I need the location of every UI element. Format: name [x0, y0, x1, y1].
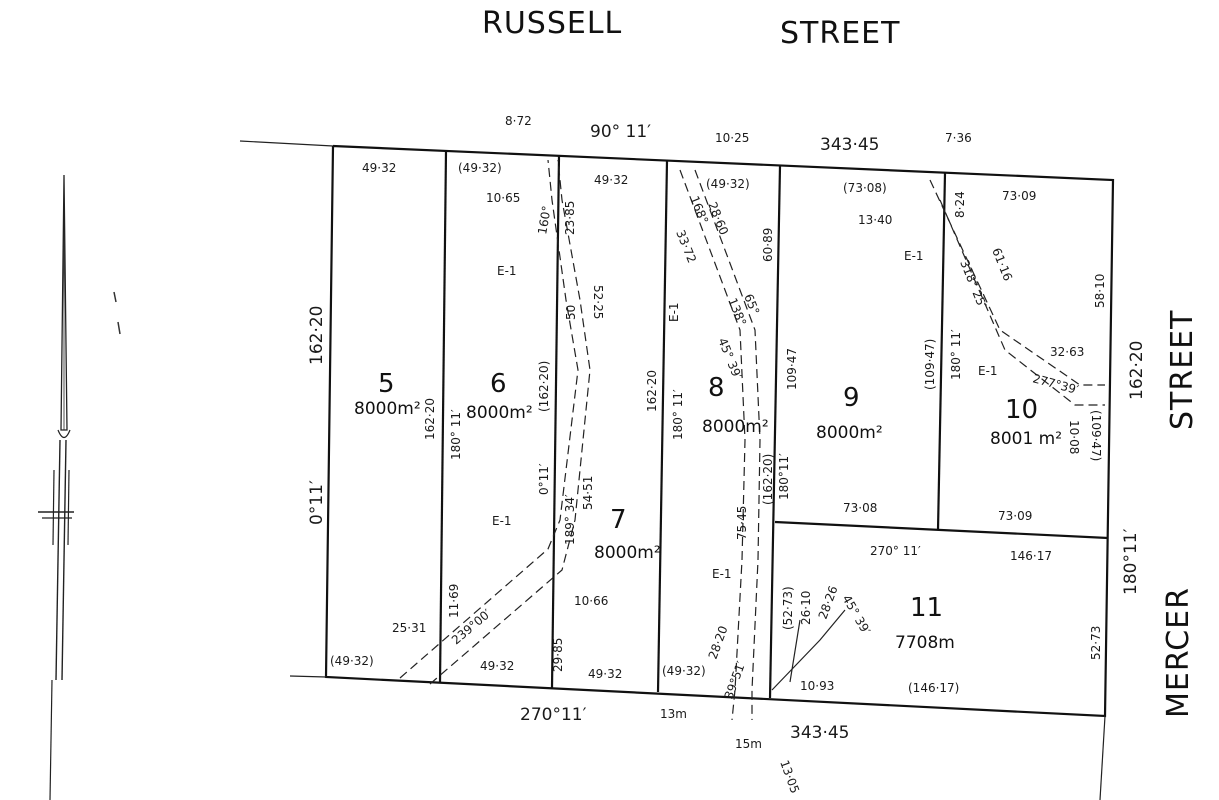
side-8-9: (162·20): [761, 454, 775, 505]
easement-label-lot6-top: E-1: [497, 264, 517, 278]
street-name-street-top: STREET: [780, 16, 900, 51]
lot-area-7: 8000m²: [594, 543, 661, 563]
bearing-lot9-side: 180° 11′: [949, 329, 963, 380]
dim-58-10: 58·10: [1093, 274, 1107, 308]
dim-10-93: 10·93: [800, 679, 834, 693]
dim-32-63: 32·63: [1050, 345, 1084, 359]
side-lot11-right: 52·73: [1089, 626, 1103, 660]
dim-50: 50: [564, 305, 578, 320]
lot-area-5: 8000m²: [354, 399, 421, 419]
rear-lot-10: 73·09: [998, 509, 1032, 523]
dim-8-72: 8·72: [505, 114, 532, 128]
bearing-lot6-side: 180° 11′: [449, 409, 463, 460]
side-6-7: (162·20): [537, 361, 551, 412]
frontage-lot-11: 146·17: [1010, 549, 1052, 563]
bearing-45-39-b: 45° 39′: [839, 593, 873, 638]
side-lot11-left: (52·73): [781, 586, 795, 630]
dim-7-36: 7·36: [945, 131, 972, 145]
distance-left-side: 162·20: [307, 306, 327, 365]
dim-61-16: 61·16: [989, 246, 1015, 283]
distance-right-side: 162·20: [1127, 341, 1147, 400]
easement-label-lot8-bottom: E-1: [712, 567, 732, 581]
rear-lot-9: 73·08: [843, 501, 877, 515]
bearing-lot7-side: 0°11′: [537, 463, 551, 495]
easement-label-lot8: E-1: [667, 302, 681, 322]
dim-23-85: 23·85: [563, 201, 577, 235]
dim-60-89: 60·89: [761, 228, 775, 262]
frontage-lot-8: (49·32): [706, 177, 750, 191]
bearing-39-51: 39°51′: [722, 659, 749, 701]
dim-33-72: 33·72: [673, 228, 699, 265]
lot-area-11: 7708m: [895, 633, 955, 653]
dim-13-40: 13·40: [858, 213, 892, 227]
lot-number-6: 6: [490, 369, 507, 399]
easement-label-lot6: E-1: [492, 514, 512, 528]
street-name-russell: RUSSELL: [482, 6, 622, 41]
rear-lot-8: (49·32): [662, 664, 706, 678]
rear-lot-5: (49·32): [330, 654, 374, 668]
bearing-277-39: 277°39′: [1031, 371, 1080, 397]
lot-number-10: 10: [1005, 395, 1038, 425]
dim-10-25: 10·25: [715, 131, 749, 145]
lot-number-11: 11: [910, 593, 943, 623]
bearing-lot8-right: 180°11′: [777, 453, 791, 500]
dim-28-26: 28·26: [816, 584, 841, 621]
frontage-lot-10: 73·09: [1002, 189, 1036, 203]
frontage-lot-7: 49·32: [594, 173, 628, 187]
lot-area-8: 8000m²: [702, 417, 769, 437]
frontage-lot-5: 49·32: [362, 161, 396, 175]
street-name-street-right: STREET: [1165, 310, 1200, 430]
bearing-lot8-side: 180° 11′: [671, 389, 685, 440]
distance-bottom-total: 343·45: [790, 723, 849, 743]
bearing-top: 90° 11′: [590, 122, 651, 142]
easement-label-lot9: E-1: [904, 249, 924, 263]
lot-number-9: 9: [843, 383, 860, 413]
rear-lot-11: (146·17): [908, 681, 959, 695]
distance-top-total: 343·45: [820, 135, 879, 155]
north-arrow-icon: [38, 174, 121, 800]
street-name-mercer: MERCER: [1161, 587, 1196, 718]
rear-lot-6: 49·32: [480, 659, 514, 673]
dim-13m: 13m: [660, 707, 687, 721]
lot-number-5: 5: [378, 369, 395, 399]
dim-25-31: 25·31: [392, 621, 426, 635]
rear-lot-7: 49·32: [588, 667, 622, 681]
lot-number-8: 8: [708, 373, 725, 403]
bearing-left-side: 0°11′: [307, 480, 327, 525]
bearing-160: 160°: [535, 205, 554, 236]
bearing-bottom: 270°11′: [520, 705, 587, 725]
dim-29-85: 29·85: [551, 638, 565, 672]
side-9-10: (109·47): [923, 339, 937, 390]
dim-54-51: 54·51: [581, 476, 595, 510]
lot-area-6: 8000m²: [466, 403, 533, 423]
easement-lines: [399, 159, 1105, 721]
bearing-318-25: 318° 25′: [957, 258, 989, 311]
dim-13-05: 13·05: [777, 758, 802, 795]
dim-8-24: 8·24: [953, 191, 967, 218]
lot-area-9: 8000m²: [816, 423, 883, 443]
dim-10-65: 10·65: [486, 191, 520, 205]
bearing-lot11-top: 270° 11′: [870, 544, 921, 558]
dim-75-45: 75·45: [735, 506, 749, 540]
side-5-6: 162·20: [423, 398, 437, 440]
dim-10-08: 10·08: [1067, 420, 1081, 454]
dim-109-47-right: (109·47): [1089, 410, 1103, 461]
dim-15m: 15m: [735, 737, 762, 751]
frontage-lot-9: (73·08): [843, 181, 887, 195]
dim-28-20: 28·20: [706, 624, 731, 661]
dim-11-69: 11·69: [447, 584, 461, 618]
easement-label-lot10: E-1: [978, 364, 998, 378]
bearing-right-side: 180°11′: [1121, 528, 1141, 595]
dim-52-25: 52·25: [591, 285, 605, 319]
side-7-8: 162·20: [645, 370, 659, 412]
lot-number-7: 7: [610, 505, 627, 535]
bearing-189-34: 189° 34′: [563, 494, 577, 545]
dim-10-66: 10·66: [574, 594, 608, 608]
side-8-9-upper: 109·47: [785, 348, 799, 390]
lot-area-10: 8001 m²: [990, 429, 1062, 449]
dim-26-10: 26·10: [799, 591, 813, 625]
frontage-lot-6: (49·32): [458, 161, 502, 175]
lot-boundaries: [239, 140, 1115, 800]
